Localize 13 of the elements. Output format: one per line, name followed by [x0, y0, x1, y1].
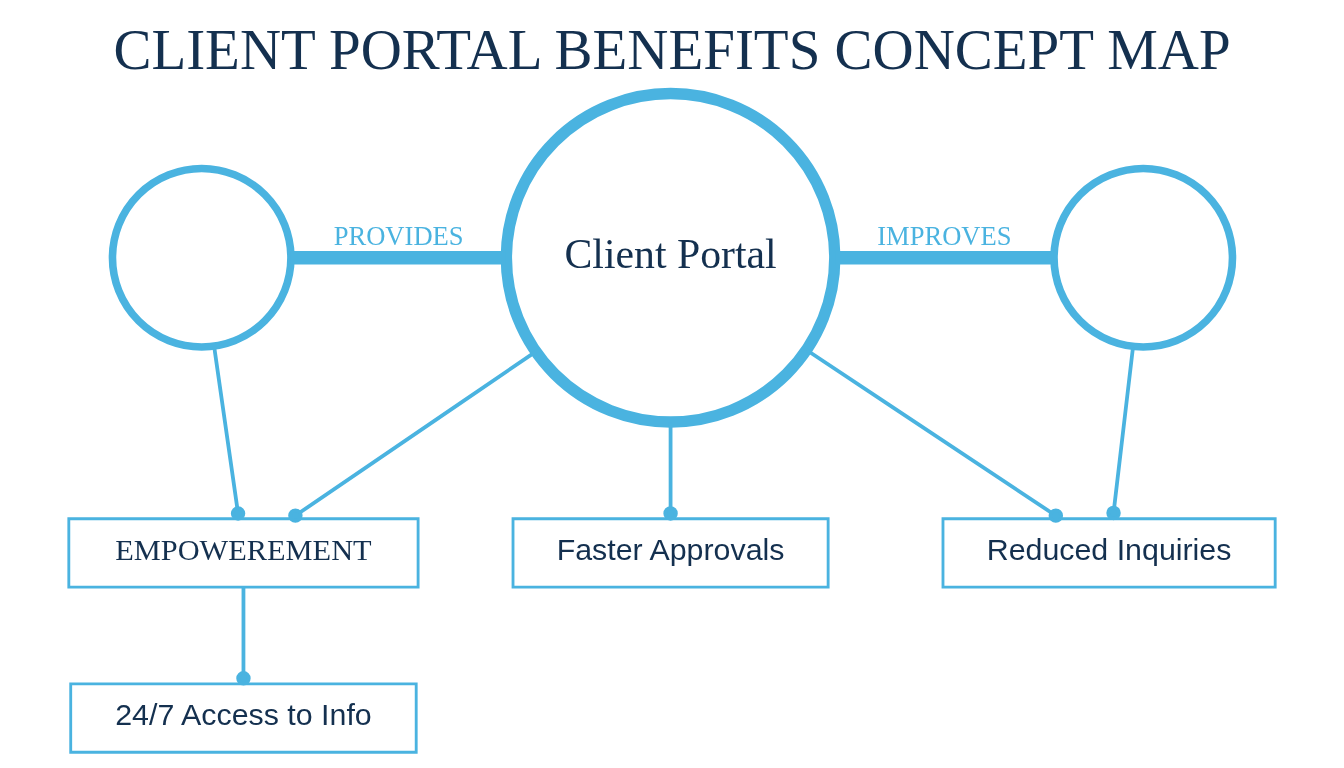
- edge-label: PROVIDES: [333, 220, 464, 251]
- node-box: EMPOWEREMENT: [67, 517, 420, 589]
- edge-label: IMPROVES: [877, 220, 1012, 251]
- connector: [212, 346, 246, 521]
- node-box: Faster Approvals: [511, 517, 830, 589]
- node-box: 24/7 Access to Info: [69, 682, 418, 754]
- connector: [1106, 346, 1135, 521]
- connector: [236, 587, 251, 686]
- node-box: Reduced Inquiries: [941, 517, 1277, 589]
- diagram-title: CLIENT PORTAL BENEFITS CONCEPT MAP: [113, 17, 1231, 81]
- node-circle: [108, 164, 295, 351]
- node-circle: Client Portal: [500, 87, 841, 428]
- node-circle: [1050, 164, 1237, 351]
